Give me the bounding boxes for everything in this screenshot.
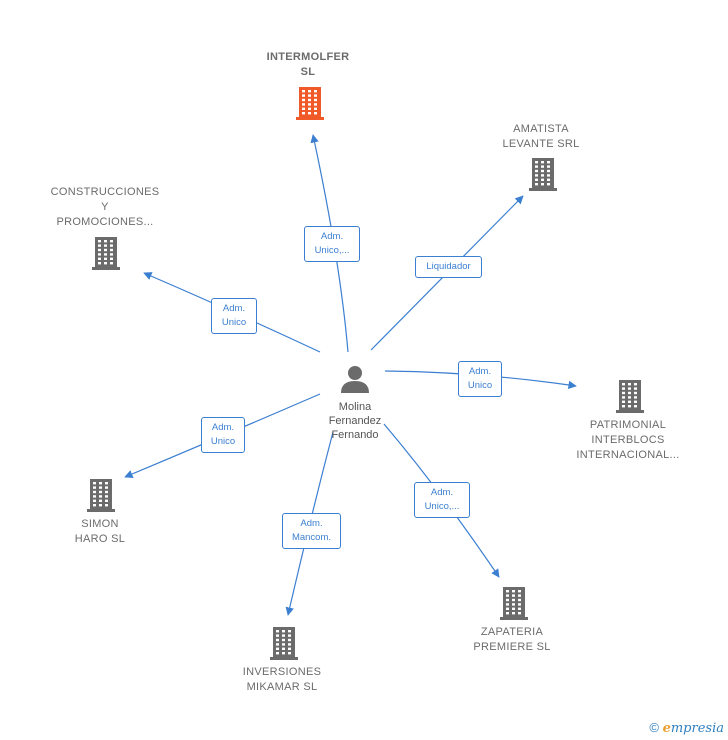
empresia-footer: © empresia — [649, 720, 724, 736]
copyright-icon: © — [649, 720, 659, 735]
building-icon[interactable] — [270, 627, 298, 660]
building-icon[interactable] — [92, 237, 120, 270]
company-label-patrimonial[interactable]: PATRIMONIAL INTERBLOCS INTERNACIONAL... — [576, 419, 680, 461]
person-name-label[interactable]: Molina Fernandez Fernando — [328, 401, 382, 441]
company-label-zapateria[interactable]: ZAPATERIA PREMIERE SL — [473, 626, 551, 653]
building-icon[interactable] — [87, 479, 115, 512]
company-label-construcciones[interactable]: CONSTRUCCIONES Y PROMOCIONES... — [50, 186, 160, 228]
company-label-amatista[interactable]: AMATISTA LEVANTE SRL — [502, 123, 580, 150]
building-icon[interactable] — [500, 587, 528, 620]
building-icon[interactable] — [529, 158, 557, 191]
building-icon[interactable] — [296, 87, 324, 120]
building-icon[interactable] — [616, 380, 644, 413]
edge-label-intermolfer[interactable]: Adm. Unico,... — [304, 226, 360, 262]
edge-label-simon[interactable]: Adm. Unico — [201, 417, 245, 453]
edge-label-inversiones[interactable]: Adm. Mancom. — [282, 513, 341, 549]
company-label-simon[interactable]: SIMON HARO SL — [74, 518, 126, 545]
person-icon — [341, 366, 369, 393]
company-label-intermolfer[interactable]: INTERMOLFER SL — [266, 51, 350, 78]
empresia-logo: empresia — [662, 721, 724, 736]
edge-label-amatista[interactable]: Liquidador — [415, 256, 482, 278]
edge-label-zapateria[interactable]: Adm. Unico,... — [414, 482, 470, 518]
edge-label-patrimonial[interactable]: Adm. Unico — [458, 361, 502, 397]
company-label-inversiones[interactable]: INVERSIONES MIKAMAR SL — [242, 666, 322, 693]
edge-label-construcciones[interactable]: Adm. Unico — [211, 298, 257, 334]
